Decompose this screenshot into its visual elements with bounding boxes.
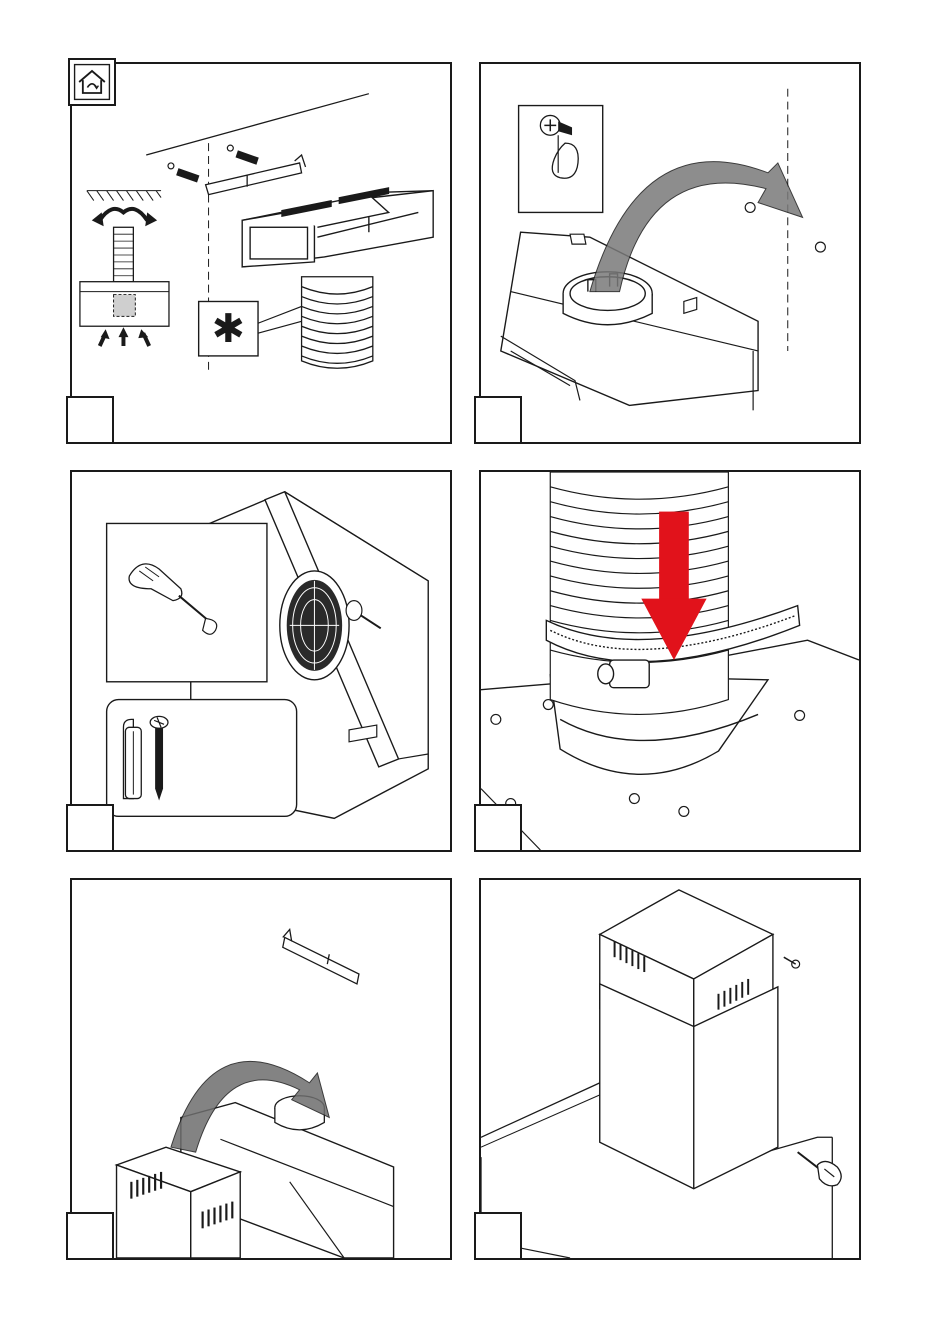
panel-chimney-fixing xyxy=(479,878,861,1260)
flexible-duct-clamp-illustration xyxy=(481,472,859,850)
panel-flexible-duct-clamp xyxy=(479,470,861,852)
fan-grille xyxy=(280,571,349,680)
rectangular-duct xyxy=(242,191,433,267)
step-number-box xyxy=(66,396,114,444)
step-number-box xyxy=(66,804,114,852)
step-number-box xyxy=(474,1212,522,1260)
wall-plug-icon xyxy=(123,719,141,798)
home-recirculation-icon xyxy=(68,58,116,106)
step-number-box xyxy=(474,396,522,444)
side-screws-illustration xyxy=(72,472,450,850)
asterisk-callout: ✱ xyxy=(199,301,302,355)
screw-icon xyxy=(815,242,825,252)
screw-icon xyxy=(745,203,755,213)
panel-ducted-mounting: ✱ xyxy=(70,62,452,444)
chimney-placement-illustration xyxy=(72,880,450,1258)
step-number-box xyxy=(474,804,522,852)
hood-outlet-illustration xyxy=(481,64,859,442)
panel-chimney-placement xyxy=(70,878,452,1260)
flexible-duct xyxy=(302,277,373,369)
panel-hood-outlet xyxy=(479,62,861,444)
step-number-box xyxy=(66,1212,114,1260)
clip xyxy=(570,234,586,244)
screwdriver-icon xyxy=(798,1152,842,1186)
screw-icon xyxy=(784,957,800,968)
asterisk-icon: ✱ xyxy=(212,306,245,352)
chimney-fixing-illustration xyxy=(481,880,859,1258)
ventilation-diagram xyxy=(80,191,169,346)
panel-side-screws xyxy=(70,470,452,852)
ducted-mounting-illustration: ✱ xyxy=(72,64,450,442)
wall-bracket xyxy=(283,929,359,983)
curved-arrow-icon xyxy=(590,162,803,292)
